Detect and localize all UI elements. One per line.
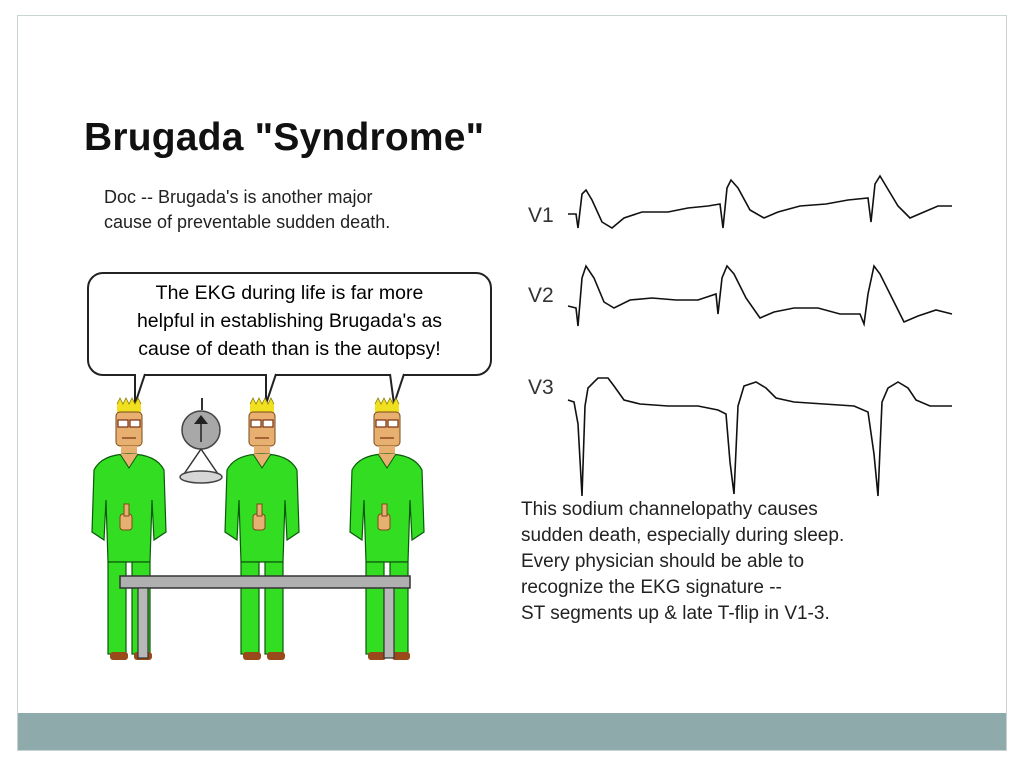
ekg-lead-label: V3	[528, 376, 554, 399]
slide-title: Brugada "Syndrome"	[84, 116, 485, 159]
ekg-trace-icon	[567, 174, 953, 497]
speech-line: cause of death than is the autopsy!	[138, 338, 441, 360]
autopsy-table-icon	[119, 575, 411, 659]
speech-bubble-text: The EKG during life is far more helpful …	[89, 279, 490, 363]
summary-text: This sodium channelopathy causes sudden …	[521, 497, 981, 627]
surgical-lamp-icon	[179, 398, 223, 484]
speech-line: helpful in establishing Brugada's as	[136, 310, 443, 332]
slide: Brugada "Syndrome" Doc -- Brugada's is a…	[17, 15, 1007, 751]
summary-line: sudden death, especially during sleep.	[521, 525, 845, 546]
doc-note-line: cause of preventable sudden death.	[104, 212, 391, 232]
ekg-lead-label: V2	[528, 284, 554, 307]
summary-line: Every physician should be able to	[521, 551, 805, 572]
doc-note-line: Doc -- Brugada's is another major	[104, 187, 373, 207]
summary-line: This sodium channelopathy causes	[521, 499, 818, 520]
summary-line: recognize the EKG signature --	[521, 577, 782, 598]
summary-line: ST segments up & late T-flip in V1-3.	[521, 603, 830, 624]
ekg-lead-label: V1	[528, 204, 554, 227]
footer-bar	[18, 713, 1006, 750]
speech-line: The EKG during life is far more	[155, 282, 424, 304]
doc-note: Doc -- Brugada's is another major cause …	[104, 185, 524, 235]
speech-bubble: The EKG during life is far more helpful …	[87, 272, 492, 376]
doctor-figure-icon	[224, 397, 300, 660]
